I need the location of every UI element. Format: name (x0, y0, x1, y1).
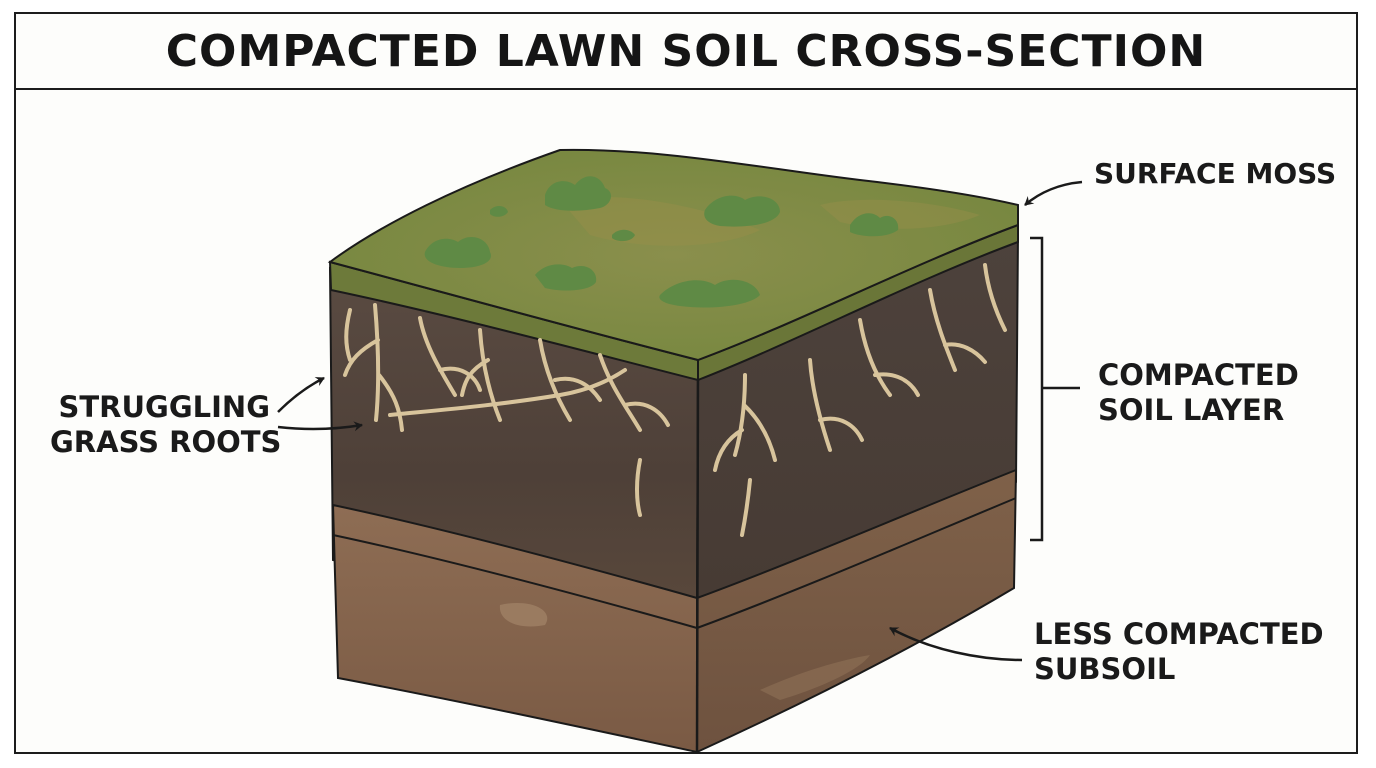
moss-clump (490, 206, 508, 217)
roots-arrow-lower (277, 421, 363, 432)
title-bar: COMPACTED LAWN SOIL CROSS-SECTION (16, 14, 1356, 90)
grass-roots (713, 263, 1007, 537)
page-title: COMPACTED LAWN SOIL CROSS-SECTION (165, 25, 1207, 77)
less-compacted-subsoil-label: LESS COMPACTED SUBSOIL (1034, 617, 1324, 687)
compacted-soil-layer-label: COMPACTED SOIL LAYER (1098, 358, 1299, 428)
compacted-layer-bracket (1030, 236, 1080, 542)
moss-clump (850, 213, 899, 237)
grass-roots (343, 303, 670, 517)
struggling-grass-roots-label: STRUGGLING GRASS ROOTS (50, 390, 282, 460)
moss-clump (545, 176, 612, 211)
roots-arrow-upper (277, 376, 325, 413)
moss-clump (704, 195, 780, 227)
subsoil-arrow (889, 626, 1023, 662)
subsoil-right-face (696, 468, 1018, 754)
moss-clump (612, 229, 635, 242)
moss-clump (535, 264, 597, 291)
surface-moss-arrow (1024, 180, 1083, 206)
moss-clump (424, 237, 491, 268)
moss-clump (659, 279, 760, 308)
moss-top-surface (327, 148, 1019, 362)
surface-moss-label: SURFACE MOSS (1094, 157, 1337, 190)
